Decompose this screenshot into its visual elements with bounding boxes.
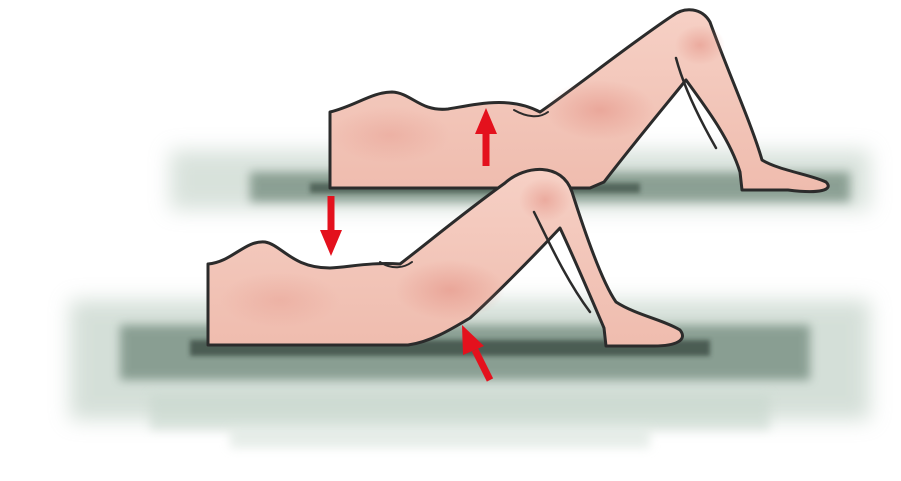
floor-shadow-lower: [70, 300, 870, 448]
upper-figure: [330, 10, 828, 192]
